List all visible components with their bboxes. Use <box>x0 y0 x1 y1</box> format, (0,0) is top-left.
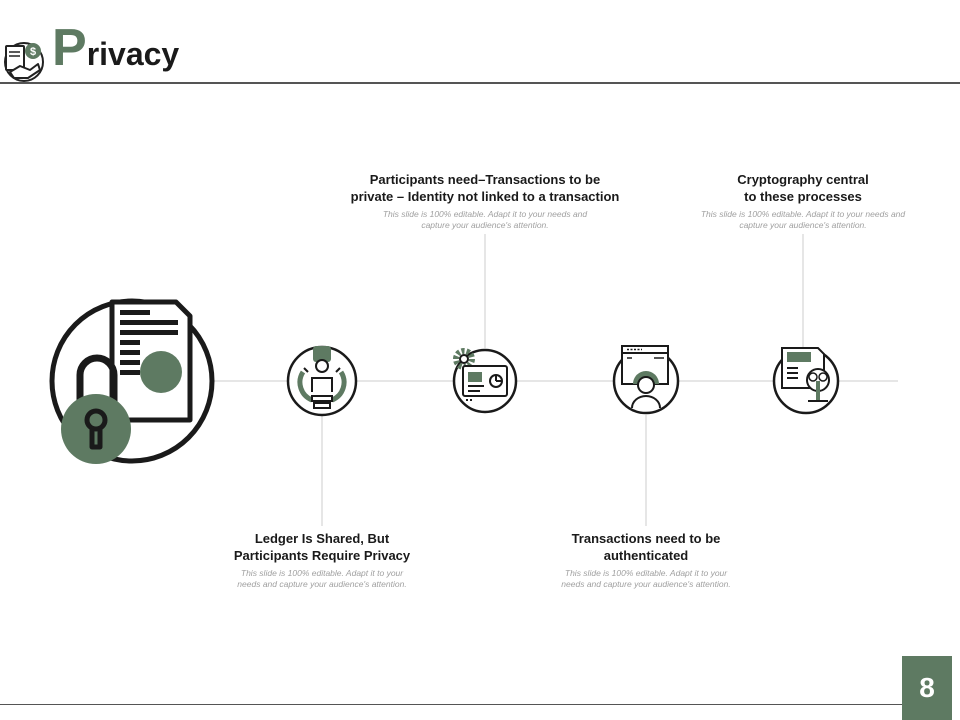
newspaper-tree-icon <box>772 347 840 415</box>
block-body: This slide is 100% editable. Adapt it to… <box>700 209 906 230</box>
gear-dashboard-icon <box>452 348 518 414</box>
title-initial: P <box>52 19 87 77</box>
title-divider <box>0 82 960 84</box>
page-number: 8 <box>902 656 952 720</box>
footer-divider <box>0 704 902 705</box>
privacy-hand-money-icon: $ <box>4 42 44 82</box>
block-body: This slide is 100% editable. Adapt it to… <box>237 568 407 589</box>
lightbulb-person-icon <box>286 345 358 417</box>
title-rest: rivacy <box>86 36 180 72</box>
page-title: Privacy <box>52 22 179 74</box>
block-body: This slide is 100% editable. Adapt it to… <box>561 568 731 589</box>
monitor-person-icon <box>612 345 680 415</box>
block-body: This slide is 100% editable. Adapt it to… <box>382 209 588 230</box>
padlock-document-icon <box>49 298 215 464</box>
svg-text:$: $ <box>30 46 36 58</box>
